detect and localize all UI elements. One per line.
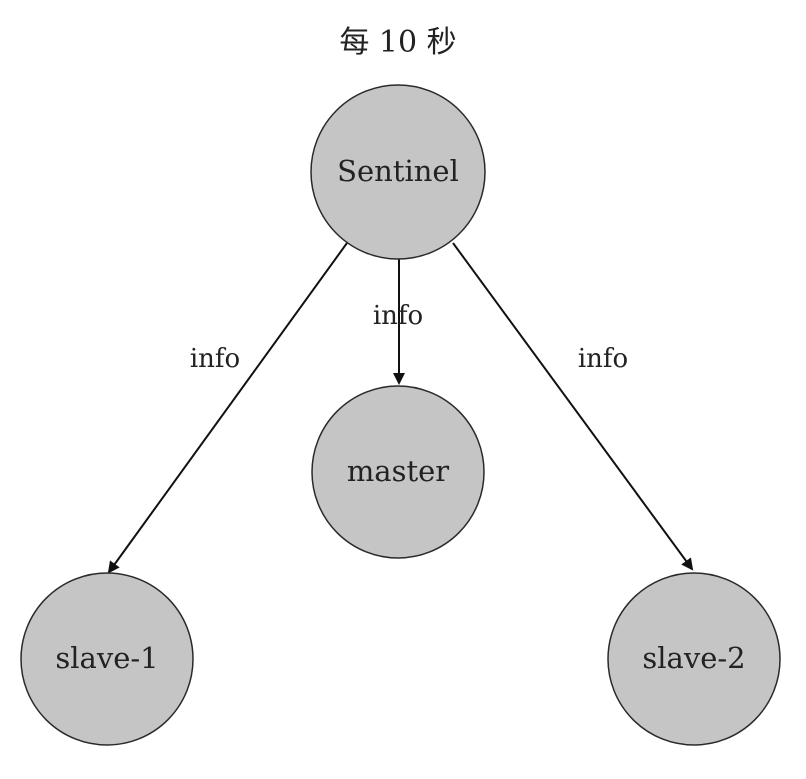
edge-sentinel-to-master: info [373, 258, 423, 385]
node-slave-2-label: slave-2 [642, 641, 745, 675]
node-slave-2: slave-2 [607, 572, 781, 746]
edge-line [107, 242, 348, 574]
diagram-title: 每 10 秒 [339, 25, 456, 60]
node-slave-1-circle [20, 572, 194, 746]
node-slave-2-circle [607, 572, 781, 746]
node-slave-1-label: slave-1 [55, 641, 158, 675]
node-master-label: master [347, 454, 449, 488]
edge-sentinel-to-slave-1: info [107, 242, 348, 574]
node-master-circle [311, 385, 485, 559]
edge-line [452, 242, 694, 571]
edge-label-info-master: info [373, 301, 423, 331]
edge-label-info-slave-2: info [578, 344, 628, 374]
node-sentinel-circle [310, 84, 486, 260]
node-sentinel-label: Sentinel [337, 154, 459, 188]
node-master: master [311, 385, 485, 559]
node-sentinel: Sentinel [310, 84, 486, 260]
node-slave-1: slave-1 [20, 572, 194, 746]
edge-label-info-slave-1: info [190, 344, 240, 374]
edge-sentinel-to-slave-2: info [452, 242, 694, 571]
